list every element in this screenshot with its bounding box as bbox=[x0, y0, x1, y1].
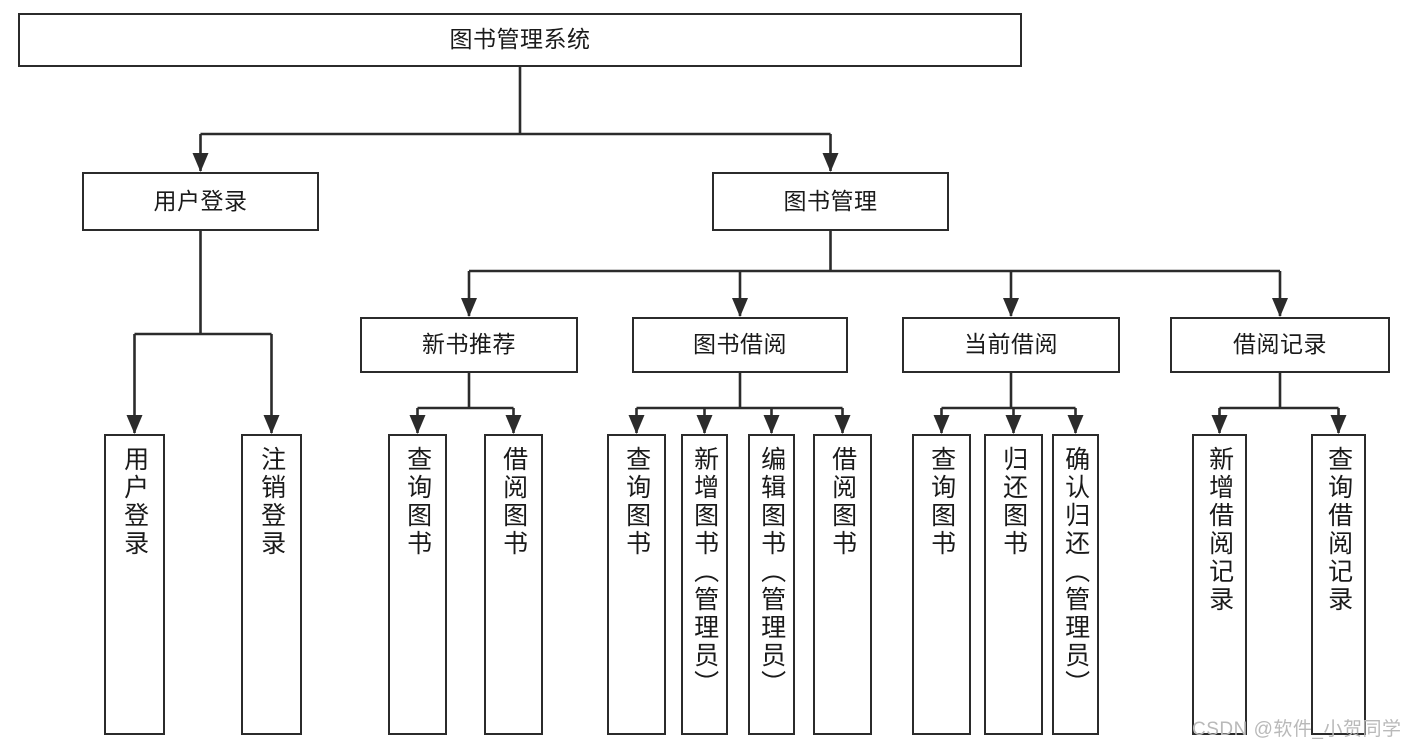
node-label: 图书借阅 bbox=[693, 331, 787, 358]
edge-arrowhead-6-1 bbox=[1330, 415, 1347, 434]
node-user-login: 用户登录 bbox=[82, 172, 319, 231]
edge-arrowhead-1-1 bbox=[263, 415, 280, 434]
node-leaf-user-login: 用户登录 bbox=[104, 434, 165, 735]
node-label: 新书推荐 bbox=[422, 331, 516, 358]
node-leaf-add-record: 新增借阅记录 bbox=[1192, 434, 1247, 735]
node-current-borrow: 当前借阅 bbox=[902, 317, 1120, 373]
edge-arrowhead-3-0 bbox=[409, 415, 426, 434]
node-label: 归还图书 bbox=[999, 446, 1028, 558]
node-leaf-add-book: 新增图书（管理员） bbox=[681, 434, 728, 735]
csdn-watermark: CSDN @软件_小贺同学 bbox=[1192, 719, 1402, 740]
node-label: 注销登录 bbox=[257, 446, 286, 558]
edge-arrowhead-0-0 bbox=[192, 153, 209, 172]
node-book-manage: 图书管理 bbox=[712, 172, 949, 231]
node-label: 查询图书 bbox=[622, 446, 651, 558]
node-label: 新增图书（管理员） bbox=[690, 446, 719, 698]
node-leaf-borrow-book-2: 借阅图书 bbox=[813, 434, 872, 735]
node-label: 编辑图书（管理员） bbox=[757, 446, 786, 698]
edge-arrowhead-2-0 bbox=[461, 298, 477, 317]
node-label: 图书管理系统 bbox=[449, 26, 591, 53]
node-root: 图书管理系统 bbox=[18, 13, 1022, 67]
edge-arrowhead-4-1 bbox=[696, 415, 713, 434]
node-label: 借阅记录 bbox=[1233, 331, 1327, 358]
node-label: 查询图书 bbox=[403, 446, 432, 558]
node-leaf-borrow-book-1: 借阅图书 bbox=[484, 434, 543, 735]
node-new-book-rec: 新书推荐 bbox=[360, 317, 578, 373]
edge-arrowhead-5-2 bbox=[1067, 415, 1084, 434]
node-label: 图书管理 bbox=[783, 187, 878, 214]
edge-arrowhead-2-1 bbox=[732, 298, 748, 317]
node-label: 当前借阅 bbox=[964, 331, 1058, 358]
node-leaf-query-book-2: 查询图书 bbox=[607, 434, 666, 735]
edge-arrowhead-0-1 bbox=[822, 153, 839, 172]
node-borrow-record: 借阅记录 bbox=[1170, 317, 1390, 373]
node-leaf-edit-book: 编辑图书（管理员） bbox=[748, 434, 795, 735]
node-label: 借阅图书 bbox=[828, 446, 857, 558]
node-label: 查询图书 bbox=[927, 446, 956, 558]
node-leaf-query-record: 查询借阅记录 bbox=[1311, 434, 1366, 735]
node-book-borrow: 图书借阅 bbox=[632, 317, 848, 373]
edge-arrowhead-5-0 bbox=[933, 415, 950, 434]
node-leaf-confirm-return: 确认归还（管理员） bbox=[1052, 434, 1099, 735]
node-label: 用户登录 bbox=[153, 187, 248, 214]
edge-arrowhead-5-1 bbox=[1005, 415, 1022, 434]
node-label: 借阅图书 bbox=[499, 446, 528, 558]
edge-arrowhead-2-3 bbox=[1272, 298, 1288, 317]
node-leaf-query-book-3: 查询图书 bbox=[912, 434, 971, 735]
edge-arrowhead-3-1 bbox=[505, 415, 522, 434]
node-leaf-return-book: 归还图书 bbox=[984, 434, 1043, 735]
edge-arrowhead-2-2 bbox=[1003, 298, 1019, 317]
node-leaf-logout: 注销登录 bbox=[241, 434, 302, 735]
node-label: 新增借阅记录 bbox=[1205, 446, 1234, 614]
node-label: 查询借阅记录 bbox=[1324, 446, 1353, 614]
edge-arrowhead-4-3 bbox=[834, 415, 851, 434]
node-label: 确认归还（管理员） bbox=[1061, 446, 1090, 698]
edge-arrowhead-4-0 bbox=[628, 415, 645, 434]
edge-arrowhead-4-2 bbox=[763, 415, 780, 434]
node-label: 用户登录 bbox=[120, 446, 149, 558]
node-leaf-query-book-1: 查询图书 bbox=[388, 434, 447, 735]
edge-arrowhead-6-0 bbox=[1211, 415, 1228, 434]
edge-arrowhead-1-0 bbox=[126, 415, 143, 434]
